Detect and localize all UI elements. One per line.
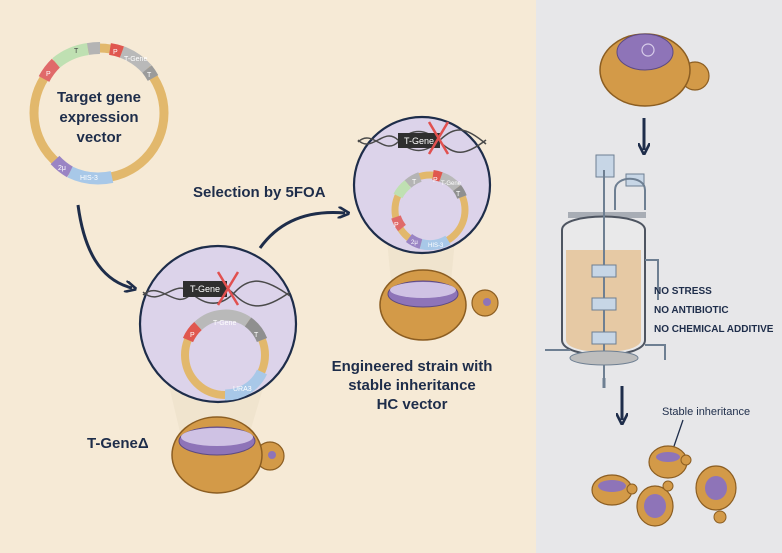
seg-tgene-label: T-Gene: [124, 56, 147, 63]
seg-his-label: HIS-3: [80, 175, 98, 182]
promoter2-segment: [108, 43, 125, 58]
seg-his-label: HIS-3: [428, 243, 444, 249]
seg-2u-label: 2μ: [58, 165, 66, 172]
seg-p-label: P: [190, 332, 195, 339]
terminator2-segment: [142, 65, 159, 82]
cell-icon: [171, 416, 285, 494]
condition-no-stress: NO STRESS: [654, 286, 712, 297]
terminator2-segment: [452, 184, 467, 199]
seg-tgene-label: T-Gene: [441, 181, 462, 187]
dna-icon: [357, 129, 487, 153]
plasmid-title-2: expression: [59, 109, 138, 126]
promoter-segment: [38, 58, 61, 83]
zoom-circle: [138, 244, 298, 404]
promoter-segment: [391, 215, 407, 232]
top-cell: [599, 33, 710, 107]
tgene-segment: [439, 172, 461, 192]
bioreactor-icon: [545, 154, 666, 388]
seg-2u-label: 2μ: [411, 240, 418, 246]
his3-segment: [67, 166, 114, 185]
terminator-segment: [86, 42, 101, 55]
seg-p-label: P: [46, 71, 51, 78]
promoter-segment: [182, 321, 202, 343]
cell-icon: [379, 269, 499, 341]
seg-t2-label: T: [147, 72, 152, 79]
green-segment: [393, 180, 412, 199]
seg-t2-label: T: [456, 191, 461, 198]
chrom-gene-label: T-Gene: [190, 284, 220, 294]
terminator-segment: [404, 172, 422, 188]
seg-p-label: P: [394, 222, 399, 229]
cell-icon: [591, 474, 638, 506]
cross-icon: [216, 271, 240, 306]
seg-p2-label: P: [433, 177, 438, 184]
caption-line-1: Engineered strain with: [332, 358, 493, 375]
chrom-gene-label: T-Gene: [404, 136, 434, 146]
strain-label: T-GeneΔ: [87, 435, 149, 452]
seg-t-label: T: [74, 48, 79, 55]
seg-ura-label: URA3: [233, 386, 252, 393]
seg-t-label: T: [412, 179, 417, 186]
green-segment: [52, 43, 90, 68]
step2-group: T-Gene P T P T-Gene T 2μ HIS-3 Engineere…: [332, 115, 499, 413]
tgene-segment: [119, 46, 152, 74]
cell-icon: [648, 445, 692, 479]
condition-no-chemical: NO CHEMICAL ADDITIVE: [654, 324, 774, 335]
seg-p2-label: P: [113, 49, 118, 56]
cell-icon: [636, 480, 674, 527]
promoter2-segment: [432, 170, 443, 182]
two-micron-segment: [405, 233, 423, 249]
his3-segment: [419, 235, 451, 251]
seg-t-label: T: [254, 332, 259, 339]
plasmid-title-1: Target gene: [57, 89, 141, 106]
arrow-icon: [258, 212, 345, 249]
caption-line-3: HC vector: [377, 396, 448, 413]
cross-icon: [427, 121, 450, 155]
tgene-segment: [194, 309, 252, 331]
cell-icon: [695, 465, 737, 524]
chrom-gene-box: [183, 281, 227, 297]
plasmid-title-3: vector: [76, 129, 121, 146]
caption-line-2: stable inheritance: [348, 377, 476, 394]
ura3-segment: [224, 369, 267, 401]
terminator-segment: [244, 317, 268, 343]
chrom-gene-box: [398, 133, 440, 148]
condition-no-antibiotic: NO ANTIBIOTIC: [654, 305, 729, 316]
target-gene-plasmid: P T P T-Gene T 2μ HIS-3 Target gene expr…: [29, 42, 169, 185]
two-micron-segment: [50, 155, 74, 178]
step1-group: T-Gene P T-Gene T URA3 T-GeneΔ: [87, 244, 298, 494]
seg-tgene-label: T-Gene: [213, 320, 236, 327]
arrow-icon: [76, 204, 132, 288]
stable-inheritance-label: Stable inheritance: [662, 406, 750, 418]
selection-label: Selection by 5FOA: [193, 184, 326, 201]
